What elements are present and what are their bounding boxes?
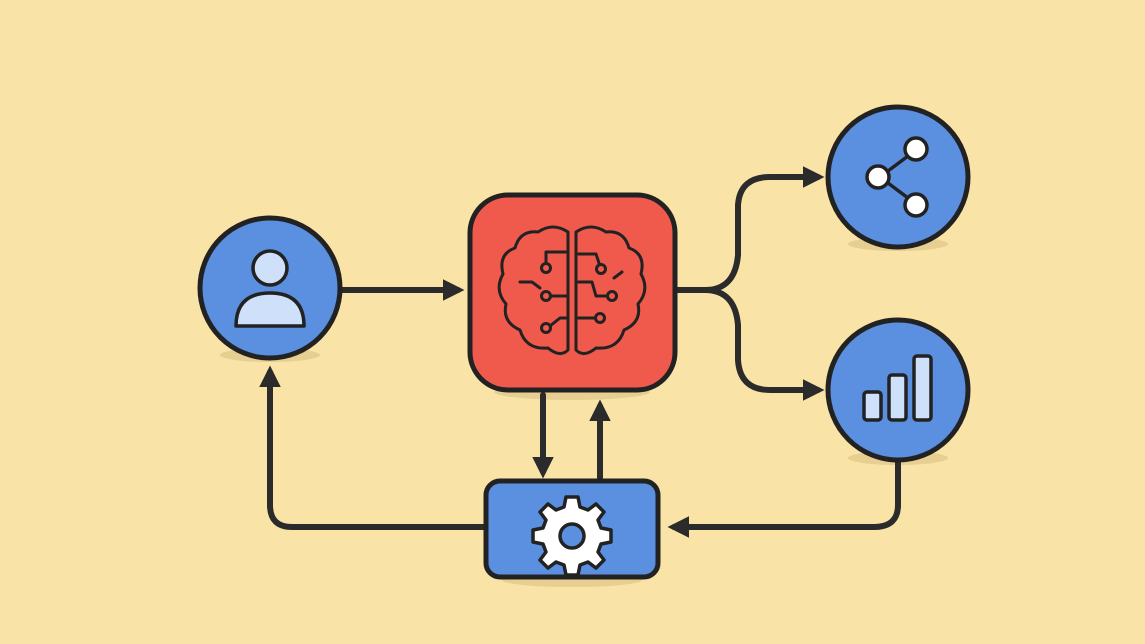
connector-ai-to-share — [673, 166, 825, 293]
gear-icon — [531, 495, 613, 577]
connector-settings-to-user — [259, 365, 489, 530]
ai-core-node — [467, 192, 678, 393]
user-node — [197, 215, 343, 361]
analytics-node — [825, 317, 971, 463]
bar-chart-icon — [862, 354, 933, 422]
share-icon — [865, 136, 929, 218]
connectors — [259, 166, 901, 538]
brain-circuit-icon — [497, 225, 647, 355]
connector-ai-to-analytics — [702, 287, 825, 401]
connector-analytics-to-settings — [667, 457, 901, 538]
share-node — [825, 104, 971, 250]
user-icon — [234, 249, 306, 328]
settings-node — [483, 478, 661, 580]
